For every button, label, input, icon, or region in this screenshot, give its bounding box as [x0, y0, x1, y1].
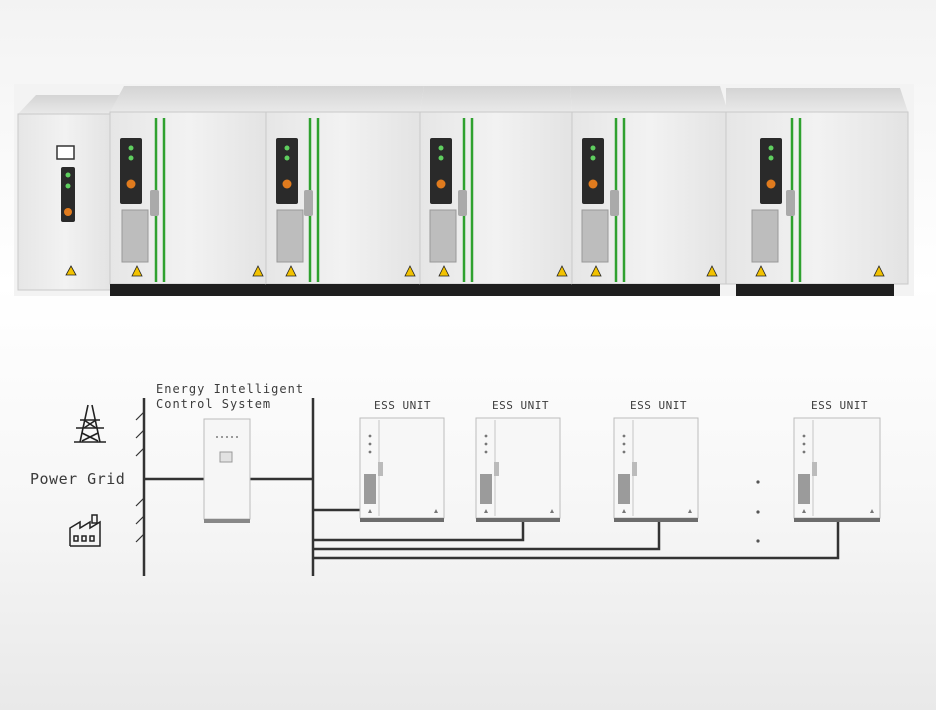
ecs-label-line1: Energy Intelligent: [156, 382, 305, 396]
transmission-tower-icon: [74, 404, 106, 443]
feeder-4: [313, 520, 840, 560]
battery-cabinet-3: [419, 86, 573, 296]
factory-icon: [69, 514, 101, 547]
ess-unit-label: ESS UNIT: [811, 399, 868, 412]
power-grid-label: Power Grid: [30, 470, 126, 488]
ess-unit-cabinet-3: [613, 417, 699, 522]
battery-cabinet-5: [725, 88, 909, 296]
more-units-ellipsis: [756, 480, 760, 543]
battery-cabinet-2: [265, 86, 424, 296]
ecs-label: Energy Intelligent Control System: [156, 382, 304, 412]
ess-product-illustration: [14, 84, 914, 296]
battery-cabinet-1: [109, 86, 278, 296]
ess-unit-cabinet-4: [793, 417, 881, 522]
ess-unit-cabinet-1: [359, 417, 445, 522]
battery-cabinet-4: [570, 86, 729, 296]
ess-unit-label: ESS UNIT: [630, 399, 687, 412]
feeder-2: [313, 520, 525, 542]
ess-unit-label: ESS UNIT: [492, 399, 549, 412]
ess-unit-label: ESS UNIT: [374, 399, 431, 412]
ecs-cabinet: [203, 418, 251, 523]
ess-unit-cabinet-2: [475, 417, 561, 522]
feeder-3: [313, 520, 661, 551]
grid-bus-ticks: [135, 411, 145, 543]
ecs-label-line2: Control System: [156, 397, 272, 411]
